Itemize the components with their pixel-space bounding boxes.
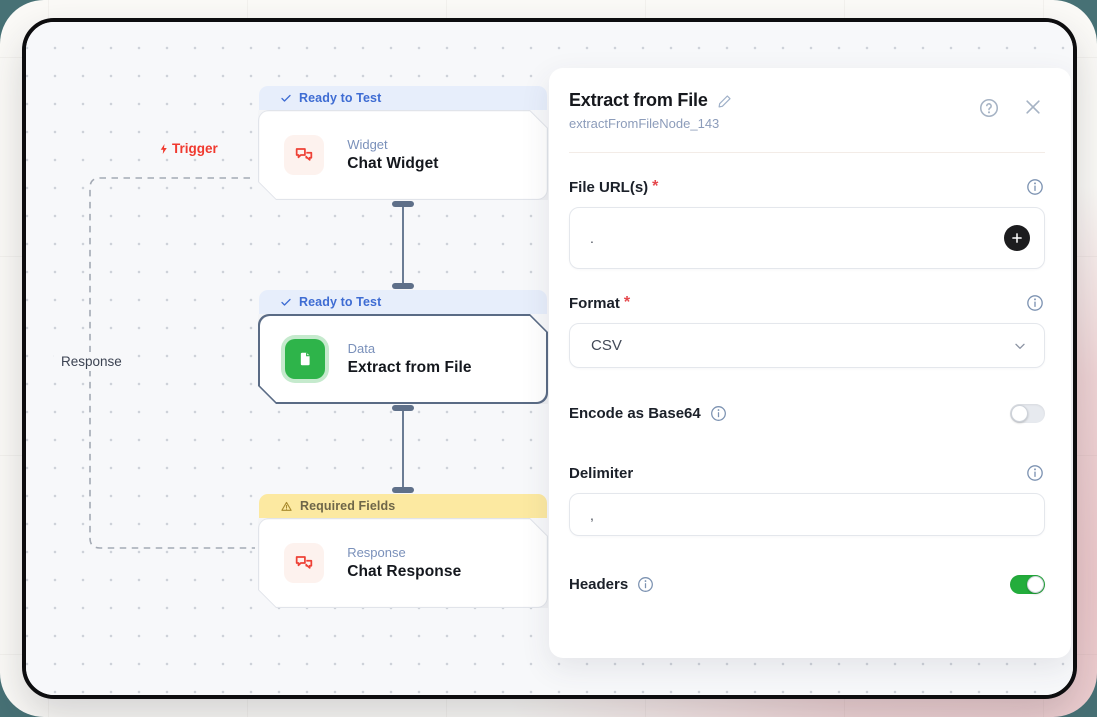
flow-canvas[interactable]: Trigger Response Ready to Test — [26, 22, 1073, 695]
file-urls-label: File URL(s) — [569, 178, 649, 196]
info-icon[interactable] — [636, 575, 655, 594]
response-label-text: Response — [61, 354, 122, 369]
panel-divider — [569, 152, 1045, 153]
check-icon — [280, 92, 292, 104]
node-id-label: extractFromFileNode_143 — [569, 116, 720, 131]
node-connector — [392, 201, 414, 289]
info-icon[interactable] — [1025, 293, 1045, 313]
node-chat-response[interactable]: Required Fields Response Chat Response — [258, 494, 548, 608]
node-config-panel: Extract from File extractFromFileNode_14… — [549, 68, 1071, 658]
trigger-label-text: Trigger — [172, 141, 218, 156]
file-urls-value: . — [590, 230, 594, 246]
app-window: Trigger Response Ready to Test — [22, 18, 1077, 699]
panel-title: Extract from File — [569, 90, 708, 110]
headers-toggle[interactable] — [1010, 575, 1045, 594]
node-status-badge: Ready to Test — [259, 290, 547, 314]
add-url-button[interactable] — [1004, 225, 1030, 251]
delimiter-input[interactable]: , — [569, 493, 1045, 536]
warning-triangle-icon — [280, 500, 293, 513]
node-badge-label: Required Fields — [300, 499, 396, 513]
node-title: Chat Response — [347, 563, 462, 580]
node-category: Data — [347, 341, 376, 356]
trigger-label: Trigger — [158, 141, 218, 156]
node-connector — [392, 405, 414, 493]
info-icon[interactable] — [1025, 463, 1045, 483]
node-category: Widget — [347, 137, 388, 152]
node-title: Chat Widget — [347, 155, 439, 172]
node-category: Response — [347, 545, 406, 560]
document-icon — [285, 339, 325, 379]
chat-bubbles-icon — [284, 543, 324, 583]
chevron-down-icon — [1012, 338, 1028, 354]
lightning-bolt-icon — [158, 142, 170, 156]
delimiter-label: Delimiter — [569, 464, 634, 482]
format-value: CSV — [591, 337, 622, 354]
node-badge-label: Ready to Test — [299, 91, 382, 105]
edit-pencil-icon[interactable] — [717, 93, 733, 109]
info-icon[interactable] — [709, 404, 728, 423]
required-mark: * — [623, 294, 631, 311]
headers-label: Headers — [569, 576, 629, 593]
delimiter-value: , — [590, 506, 594, 523]
node-extract-from-file[interactable]: Ready to Test Data Extract from File — [258, 290, 548, 404]
node-title: Extract from File — [347, 359, 472, 376]
help-icon[interactable] — [978, 97, 1000, 119]
format-select[interactable]: CSV — [569, 323, 1045, 368]
node-chat-widget[interactable]: Ready to Test Widget Chat Widget — [258, 86, 548, 200]
close-icon[interactable] — [1023, 97, 1043, 117]
chat-bubbles-icon — [284, 135, 324, 175]
info-icon[interactable] — [1025, 177, 1045, 197]
encode-base64-label: Encode as Base64 — [569, 405, 701, 422]
node-status-badge: Ready to Test — [259, 86, 547, 110]
format-label: Format — [569, 294, 620, 312]
node-warning-badge: Required Fields — [259, 494, 547, 518]
file-urls-input[interactable]: . — [569, 207, 1045, 269]
required-mark: * — [652, 178, 659, 195]
encode-base64-toggle[interactable] — [1010, 404, 1045, 423]
check-icon — [280, 296, 292, 308]
response-label: Response — [54, 352, 129, 371]
node-badge-label: Ready to Test — [299, 295, 382, 309]
